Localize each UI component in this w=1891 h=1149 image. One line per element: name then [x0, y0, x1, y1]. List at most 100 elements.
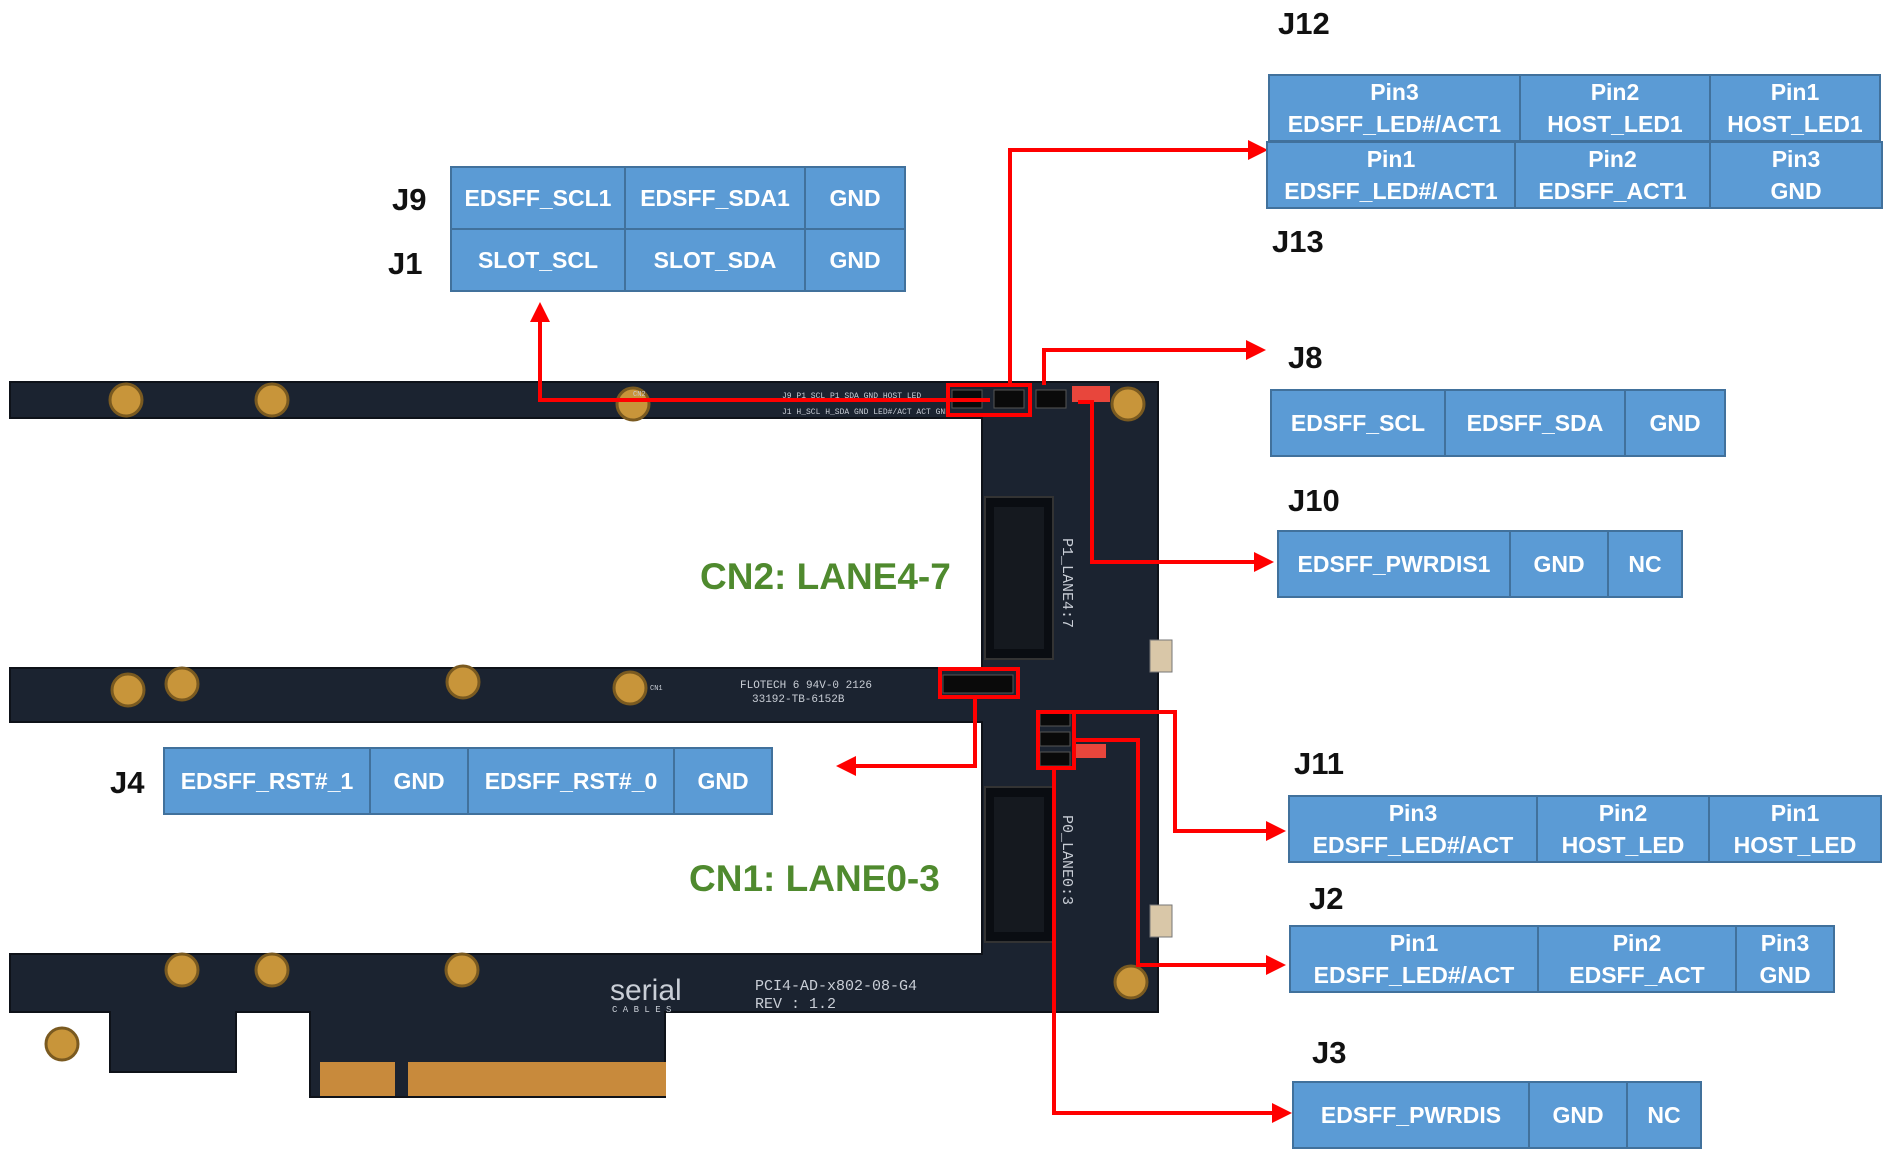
label-j8: J8	[1288, 340, 1323, 375]
header-pins	[942, 389, 1071, 767]
label-j3: J3	[1312, 1035, 1347, 1070]
j4-cell-3: EDSFF_RST#_0	[467, 747, 675, 815]
row-j9: EDSFF_SCL1 EDSFF_SDA1 GND	[450, 166, 906, 230]
j13-signal-1: EDSFF_LED#/ACT1	[1284, 178, 1498, 204]
label-j2: J2	[1309, 881, 1344, 916]
silk-brand: serial	[610, 974, 682, 1007]
side-connectors	[1149, 639, 1173, 938]
edsff-connectors	[984, 496, 1054, 943]
table-j10: EDSFF_PWRDIS1 GND NC	[1277, 530, 1683, 598]
red-led-mid	[1072, 744, 1106, 758]
table-j8: EDSFF_SCL EDSFF_SDA GND	[1270, 389, 1726, 457]
table-j4: EDSFF_RST#_1 GND EDSFF_RST#_0 GND	[163, 747, 773, 815]
label-j9: J9	[392, 182, 427, 217]
silk-revision: REV : 1.2	[755, 996, 836, 1013]
j11-pin-2: Pin2	[1598, 800, 1648, 826]
arrow-j4	[836, 697, 977, 776]
callout-arrows	[530, 140, 1292, 1123]
j11-signal-3: HOST_LED	[1733, 832, 1857, 858]
label-j1: J1	[388, 246, 423, 281]
j13-pin-3: Pin3	[1771, 146, 1821, 172]
j4-highlight	[938, 667, 1020, 699]
j12-pin-3: Pin1	[1770, 79, 1820, 105]
j13-pin-2: Pin2	[1588, 146, 1637, 172]
j11-signal-1: EDSFF_LED#/ACT	[1312, 832, 1514, 858]
arrow-j10	[1078, 400, 1274, 572]
arrow-j12-j13	[1008, 140, 1268, 385]
arrow-j8	[1042, 340, 1266, 385]
table-j9-j1: EDSFF_SCL1 EDSFF_SDA1 GND SLOT_SCL SLOT_…	[450, 166, 906, 292]
j3-cell-1: EDSFF_PWRDIS	[1292, 1081, 1530, 1149]
silk-vendor-line1: FLOTECH 6 94V-0 2126	[740, 680, 872, 692]
j11-signal-2: HOST_LED	[1561, 832, 1685, 858]
silk-top-row1: J9 P1_SCL P1_SDA GND HOST_LED	[782, 392, 921, 401]
j4-cell-4: GND	[673, 747, 773, 815]
silk-cn2-tag: CN2	[633, 391, 646, 399]
j10-cell-1: EDSFF_PWRDIS1	[1277, 530, 1511, 598]
label-j12: J12	[1278, 6, 1330, 41]
red-led-top	[1072, 386, 1110, 402]
row-j1: SLOT_SCL SLOT_SDA GND	[450, 228, 906, 292]
lane-label-cn1: CN1: LANE0-3	[689, 858, 940, 899]
label-j11: J11	[1294, 746, 1345, 781]
j12-pin-2: Pin2	[1590, 79, 1640, 105]
silk-cn1-tag: CN1	[650, 685, 663, 693]
j8-cell-1: EDSFF_SCL	[1270, 389, 1446, 457]
j12-signal-2: HOST_LED1	[1547, 111, 1683, 137]
silk-brand-sub: C A B L E S	[612, 1005, 671, 1015]
j13-signal-3: GND	[1770, 178, 1822, 204]
label-j13: J13	[1272, 224, 1324, 259]
j4-cell-1: EDSFF_RST#_1	[163, 747, 371, 815]
j1-cell-3: GND	[804, 228, 906, 292]
pcb-board	[9, 381, 1159, 1098]
j9-cell-2: EDSFF_SDA1	[624, 166, 806, 230]
j9-cell-1: EDSFF_SCL1	[450, 166, 626, 230]
silk-slot1: P1_LANE4:7	[1058, 538, 1075, 628]
j3-cell-2: GND	[1528, 1081, 1628, 1149]
j2-pin-2: Pin2	[1612, 930, 1662, 956]
j1-cell-2: SLOT_SDA	[624, 228, 806, 292]
j3-cell-3: NC	[1626, 1081, 1702, 1149]
j2-pin-3: Pin3	[1760, 930, 1810, 956]
j2-pin-1: Pin1	[1389, 930, 1439, 956]
silk-top-row2: J1 H_SCL H_SDA GND LED#/ACT ACT GND	[782, 408, 950, 417]
arrow-j11	[1040, 710, 1286, 841]
j11-pin-1: Pin3	[1388, 800, 1438, 826]
j1-cell-1: SLOT_SCL	[450, 228, 626, 292]
silk-slot0: P0_LANE0:3	[1058, 815, 1075, 905]
j11-pin-3: Pin1	[1770, 800, 1820, 826]
j10-cell-2: GND	[1509, 530, 1609, 598]
label-j10: J10	[1288, 483, 1340, 518]
j12-signal-3: HOST_LED1	[1727, 111, 1863, 137]
j4-cell-2: GND	[369, 747, 469, 815]
silkscreen: J9 P1_SCL P1_SDA GND HOST_LED J1 H_SCL H…	[610, 391, 1075, 1015]
j8-cell-2: EDSFF_SDA	[1444, 389, 1626, 457]
j2-signal-3: GND	[1759, 962, 1811, 988]
j13-pin-1: Pin1	[1366, 146, 1416, 172]
j2-signal-2: EDSFF_ACT	[1569, 962, 1705, 988]
silk-board-name: PCI4-AD-x802-08-G4	[755, 978, 917, 995]
silk-vendor-line2: 33192-TB-6152B	[752, 694, 845, 706]
arrow-j9-j1	[530, 302, 990, 402]
arrow-j2	[1074, 738, 1286, 975]
j10-cell-3: NC	[1607, 530, 1683, 598]
arrow-j3	[1052, 768, 1292, 1123]
label-j4: J4	[110, 765, 145, 800]
lane-label-cn2: CN2: LANE4-7	[700, 556, 951, 597]
j9-cell-3: GND	[804, 166, 906, 230]
